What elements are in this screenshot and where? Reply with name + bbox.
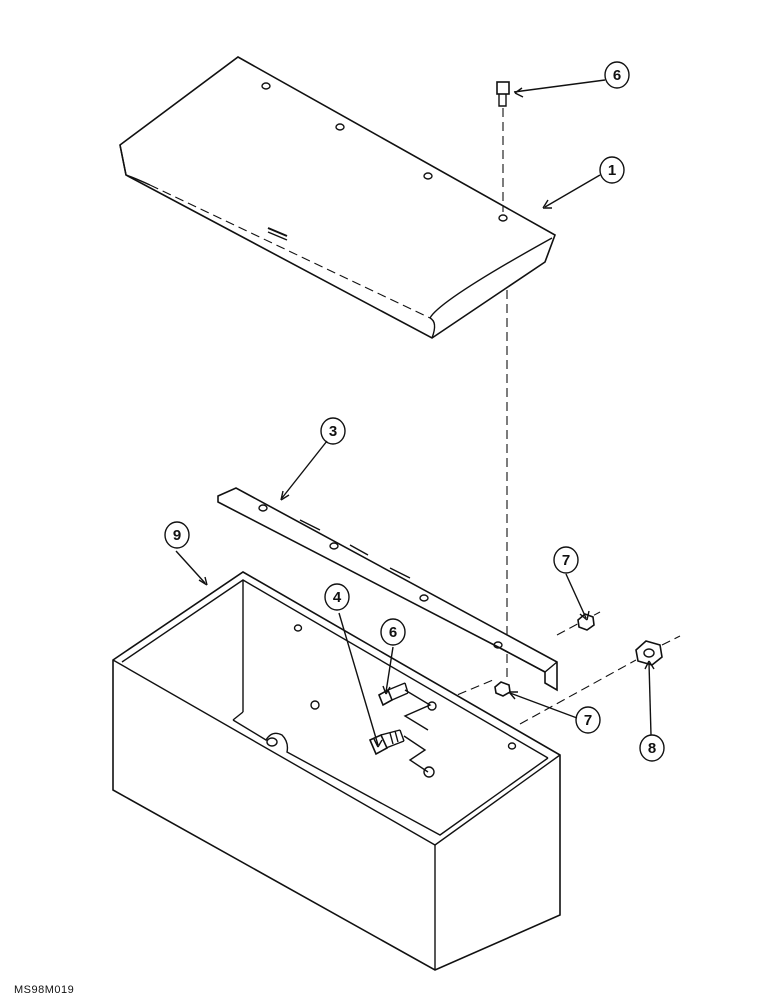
callout-3: 3 [320, 417, 346, 445]
svg-text:6: 6 [389, 624, 397, 641]
large-nut-centerline [519, 659, 637, 725]
svg-text:8: 8 [648, 740, 656, 757]
callout-9: 9 [164, 521, 190, 549]
svg-text:6: 6 [613, 67, 621, 84]
svg-text:4: 4 [333, 589, 342, 606]
drawing-id-label: MS98M019 [14, 984, 74, 996]
nut-lower [494, 681, 511, 697]
callout-8: 8 [639, 734, 665, 762]
callout-1: 1 [599, 156, 625, 184]
svg-text:7: 7 [562, 552, 570, 569]
svg-text:1: 1 [608, 162, 616, 179]
nut-upper [577, 613, 595, 631]
large-nut [635, 640, 663, 666]
large-nut-centerline-right [661, 635, 681, 646]
terminal-zigzag [403, 735, 429, 773]
leader-lines [175, 79, 655, 748]
callout-4: 4 [324, 583, 350, 611]
bolt-zigzag [403, 689, 432, 731]
hold-down-strap [217, 487, 558, 692]
strap-centerline [556, 611, 601, 636]
callout-7-top: 7 [553, 546, 579, 574]
callout-7-bottom: 7 [575, 706, 601, 734]
lid-bolt [496, 81, 510, 107]
svg-text:3: 3 [329, 423, 337, 440]
battery-box-lid [119, 56, 556, 339]
svg-text:9: 9 [173, 527, 181, 544]
svg-text:7: 7 [584, 712, 592, 729]
callout-6-mid: 6 [380, 618, 406, 646]
callout-6-top: 6 [604, 61, 630, 89]
battery-box [112, 571, 561, 971]
